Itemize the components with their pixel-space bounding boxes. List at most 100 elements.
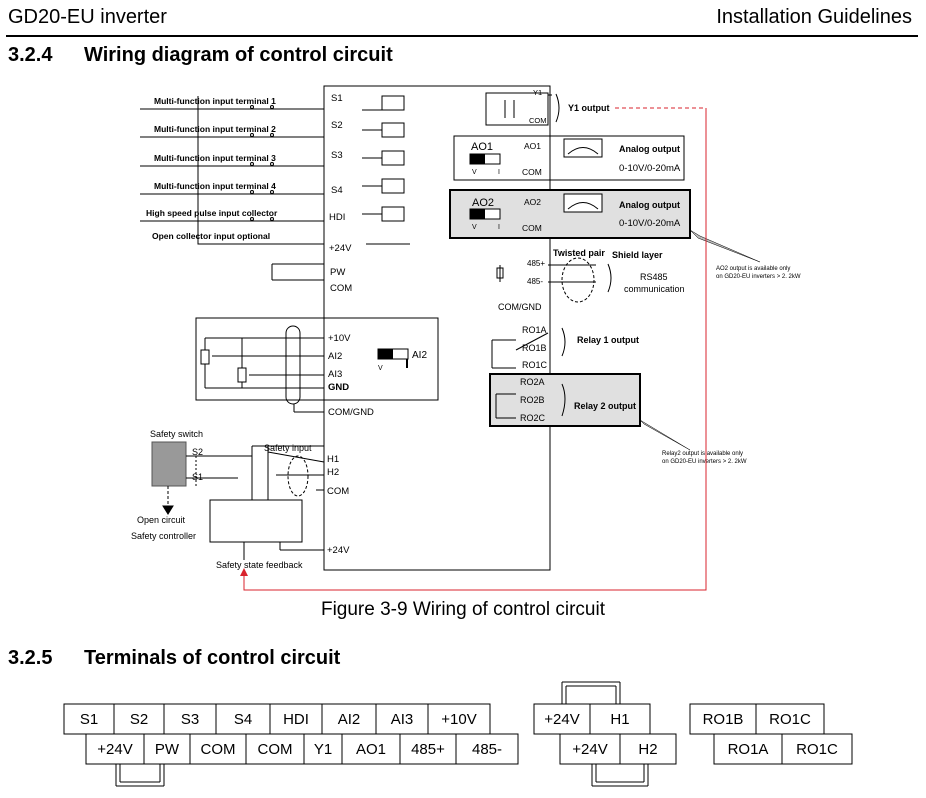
svg-text:Relay 1 output: Relay 1 output [577, 335, 639, 345]
svg-text:AI2: AI2 [412, 350, 427, 361]
svg-text:+24V: +24V [327, 545, 350, 556]
svg-text:AO2: AO2 [472, 197, 494, 209]
svg-text:Analog output: Analog output [619, 144, 680, 154]
svg-text:Safety switch: Safety switch [150, 429, 203, 439]
svg-text:Multi-function input terminal: Multi-function input terminal 2 [154, 124, 276, 134]
svg-text:COM/GND: COM/GND [328, 407, 374, 418]
svg-text:S3: S3 [331, 150, 343, 161]
svg-text:I: I [498, 224, 500, 231]
safety-feedback-line [243, 108, 707, 591]
input-labels: Multi-function input terminal 1 Multi-fu… [146, 96, 278, 241]
strip2-bottom-1-label: H2 [638, 741, 657, 758]
header-section: Installation Guidelines [716, 6, 912, 28]
strip1-top-3-label: S4 [234, 711, 252, 728]
strip1-bottom-0-label: +24V [97, 741, 132, 758]
terminal-labels: S1 S2 S3 S4 HDI +24V PW COM +10V AI2 AI3… [327, 93, 374, 556]
strip1-bottom-7-label: 485- [472, 741, 502, 758]
inverter-boundary [323, 85, 551, 571]
relay1-block [491, 327, 566, 369]
svg-text:485-: 485- [527, 277, 543, 286]
svg-text:COM: COM [529, 116, 547, 125]
svg-text:AI3: AI3 [328, 369, 342, 380]
svg-text:AO2: AO2 [524, 197, 541, 207]
strip1-bottom-4-label: Y1 [314, 741, 332, 758]
svg-text:Safety controller: Safety controller [131, 531, 196, 541]
strip1-top-6-label: AI3 [391, 711, 414, 728]
strip3-bottom-1-cell [781, 733, 853, 765]
svg-text:RO2B: RO2B [520, 395, 545, 405]
svg-text:S2: S2 [331, 120, 343, 131]
svg-text:485+: 485+ [527, 259, 545, 268]
svg-text:RS485: RS485 [640, 272, 668, 282]
input-switches [250, 105, 274, 221]
svg-text:0-10V/0-20mA: 0-10V/0-20mA [619, 218, 681, 229]
svg-text:communication: communication [624, 284, 685, 294]
svg-text:Multi-function input terminal: Multi-function input terminal 4 [154, 181, 276, 191]
svg-text:Multi-function input terminal: Multi-function input terminal 1 [154, 96, 276, 106]
strip3-bottom-1-label: RO1C [796, 741, 838, 758]
svg-text:S4: S4 [331, 185, 343, 196]
svg-text:AI2: AI2 [328, 351, 342, 362]
header-product: GD20-EU inverter [8, 6, 167, 28]
svg-text:AO1: AO1 [524, 141, 541, 151]
strip1-top-1-label: S2 [130, 711, 148, 728]
strip1-bottom-2-label: COM [201, 741, 236, 758]
svg-text:H1: H1 [327, 454, 339, 465]
svg-text:Y1 output: Y1 output [568, 103, 610, 113]
svg-text:Safety state feedback: Safety state feedback [216, 560, 303, 570]
svg-text:RO1C: RO1C [522, 360, 548, 370]
svg-text:Shield layer: Shield layer [612, 250, 663, 260]
svg-text:Twisted pair: Twisted pair [553, 248, 605, 258]
strip1-bottom-3-label: COM [258, 741, 293, 758]
svg-text:S1: S1 [192, 472, 203, 482]
svg-text:V: V [472, 169, 477, 176]
svg-text:PW: PW [330, 267, 345, 278]
rs485-block [496, 257, 612, 303]
strip1-bottom-1-label: PW [155, 741, 180, 758]
svg-text:RO2C: RO2C [520, 413, 546, 423]
svg-text:COM: COM [330, 283, 352, 294]
svg-text:on GD20-EU inverters > 2. 2kW: on GD20-EU inverters > 2. 2kW [662, 459, 747, 465]
ai2-switch: V AI2 [377, 348, 427, 372]
strip3-top-1-label: RO1C [769, 711, 811, 728]
safety-block [151, 441, 325, 560]
strip1-bottom-5-label: AO1 [356, 741, 386, 758]
strip1-bottom-6-label: 485+ [411, 741, 445, 758]
control-circuit-diagram: Multi-function input terminal 1 Multi-fu… [131, 85, 801, 591]
strip1-top-0-label: S1 [80, 711, 98, 728]
svg-text:Relay 2 output: Relay 2 output [574, 401, 636, 411]
svg-text:I: I [498, 169, 500, 176]
svg-text:+24V: +24V [329, 243, 352, 254]
figure-caption: Figure 3-9 Wiring of control circuit [320, 599, 606, 620]
svg-text:Open collector input optional: Open collector input optional [152, 231, 270, 241]
svg-text:S2: S2 [192, 447, 203, 457]
strip3-bottom-0-label: RO1A [728, 741, 769, 758]
svg-text:AO2 output is available only: AO2 output is available only [716, 266, 790, 272]
svg-text:AO1: AO1 [471, 141, 493, 153]
svg-text:Analog output: Analog output [619, 200, 680, 210]
svg-text:S1: S1 [331, 93, 343, 104]
digital-input-block [140, 96, 324, 281]
header-rule [6, 35, 918, 37]
svg-text:RO2A: RO2A [520, 377, 545, 387]
svg-text:Safety input: Safety input [264, 443, 312, 453]
svg-text:RO1A: RO1A [522, 325, 547, 335]
analog-input-block [195, 317, 439, 413]
svg-text:Y1: Y1 [533, 88, 542, 97]
svg-text:Open circuit: Open circuit [137, 515, 186, 525]
svg-text:GND: GND [328, 382, 349, 393]
svg-text:COM: COM [522, 223, 542, 233]
svg-text:High speed pulse input collect: High speed pulse input collector [146, 208, 278, 218]
strip2-top-0-label: +24V [544, 711, 579, 728]
strip1-top-4-label: HDI [283, 711, 309, 728]
svg-text:0-10V/0-20mA: 0-10V/0-20mA [619, 163, 681, 174]
strip1-top-2-label: S3 [181, 711, 199, 728]
ao1-block [453, 135, 685, 181]
svg-text:Multi-function input terminal: Multi-function input terminal 3 [154, 153, 276, 163]
input-optocouplers [362, 95, 410, 245]
svg-text:H2: H2 [327, 467, 339, 478]
strip3-top-0-label: RO1B [703, 711, 744, 728]
